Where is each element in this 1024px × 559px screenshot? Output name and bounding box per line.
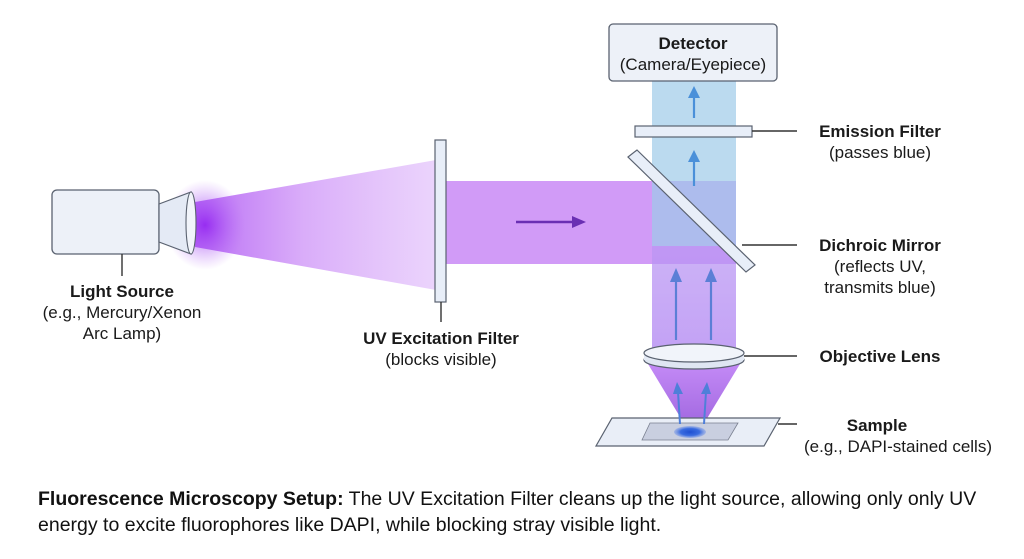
emission-filter-subtitle: (passes blue) [828,143,932,162]
emission-arrow-mid-head [688,150,700,162]
uv-filter-label: UV Excitation Filter (blocks visible) [340,328,542,370]
detector-box [608,23,778,82]
cone-arrow-right-head [701,382,711,394]
mixed-beam-overlay [652,246,736,351]
caption: Fluorescence Microscopy Setup: The UV Ex… [38,486,998,538]
mixed-arrow-right-head [705,268,717,282]
dichroic-mirror-title: Dichroic Mirror [819,236,941,255]
light-source-title: Light Source [70,282,174,301]
emission-filter-label: Emission Filter (passes blue) [800,121,960,163]
light-source-label: Light Source (e.g., Mercury/Xenon Arc La… [22,281,222,344]
uv-light-cone [195,160,436,290]
light-source-subtitle-1: (e.g., Mercury/Xenon [42,303,202,322]
detector-title: Detector [658,34,728,53]
caption-text: The UV Excitation Filter cleans up the l… [38,488,977,536]
uv-beam-vertical [652,246,736,351]
sample-spot [674,426,706,438]
light-source-subtitle-2: Arc Lamp) [82,324,162,343]
dichroic-mirror-subtitle-1: (reflects UV, [834,257,926,276]
cone-arrow-right-shaft [703,391,707,425]
sample-label: Sample (e.g., DAPI-stained cells) [778,415,1018,457]
emission-filter-title: Emission Filter [819,122,941,141]
sample-subtitle: (e.g., DAPI-stained cells) [803,437,992,456]
uv-filter-subtitle: (blocks visible) [385,350,497,369]
uv-excitation-filter-plate [434,139,447,303]
dichroic-mirror-label: Dichroic Mirror (reflects UV, transmits … [800,235,960,298]
cone-arrow-left-shaft [677,391,681,425]
mixed-arrow-left-head [670,268,682,282]
objective-lens-label: Objective Lens [800,346,960,367]
lamp-aperture [185,191,197,255]
caption-title: Fluorescence Microscopy Setup: [38,488,344,510]
emission-filter-plate [634,125,753,138]
lamp-housing [51,189,160,255]
objective-lens-title: Objective Lens [819,347,941,366]
cone-arrow-left-head [673,382,683,394]
detector-label: Detector (Camera/Eyepiece) [609,33,777,75]
focus-cone [648,364,740,430]
detector-subtitle: (Camera/Eyepiece) [619,55,767,74]
uv-filter-title: UV Excitation Filter [363,329,519,348]
objective-lens-top [643,343,745,363]
emission-arrow-top-head [688,86,700,98]
dichroic-mirror-plate [627,149,756,273]
sample-title: Sample [846,416,908,435]
beam-direction-arrow-head [572,216,586,228]
dichroic-mirror-subtitle-2: transmits blue) [824,278,936,297]
